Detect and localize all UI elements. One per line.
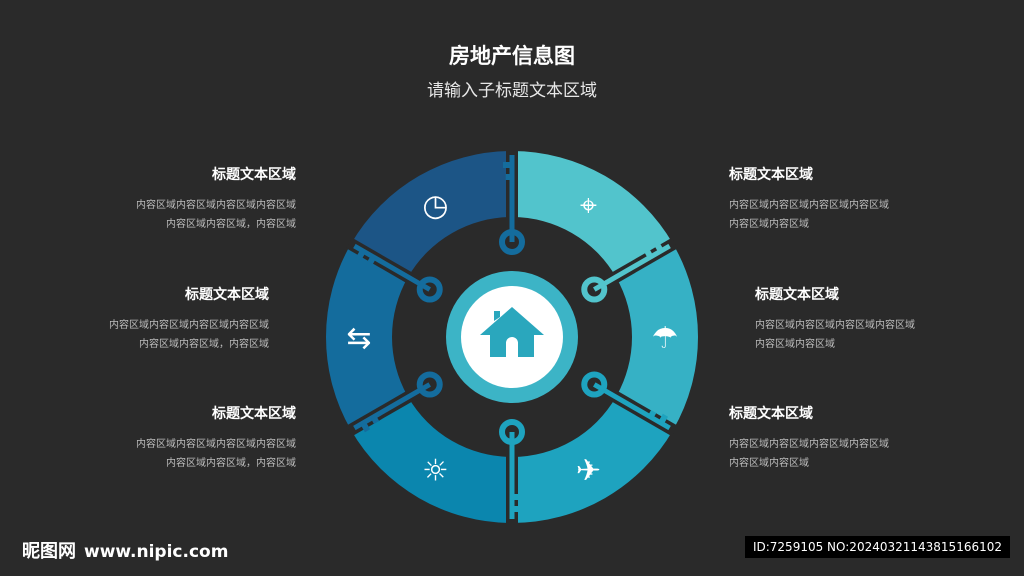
text-block-left-2: 标题文本区域 内容区域内容区域内容区域内容区域 内容区域内容区域，内容区域 [9,284,269,354]
key-shaft [593,382,671,431]
page-subtitle: 请输入子标题文本区域 [427,81,597,101]
key-tooth [647,410,657,419]
block-body-line: 内容区域内容区域内容区域内容区域 [136,200,296,211]
watermark-logo: 昵图网 [22,541,76,562]
key-tooth [367,255,377,264]
block-title: 标题文本区域 [212,167,296,183]
text-block-right-3: 标题文本区域 内容区域内容区域内容区域内容区域 内容区域内容区域 [729,403,989,473]
block-body-line: 内容区域内容区域内容区域内容区域 [755,320,915,331]
key-ring [499,419,525,445]
watermark: 昵图网 www.nipic.com [22,537,228,563]
watermark-url: www.nipic.com [84,542,229,562]
ring-segment [512,151,674,277]
block-title: 标题文本区域 [729,406,813,422]
block-body-line: 内容区域内容区域内容区域内容区域 [109,320,269,331]
image-id: ID:7259105 NO:20240321143815166102 [744,536,1010,558]
key-ring [499,229,525,255]
block-title: 标题文本区域 [212,406,296,422]
signpost-icon: ⇆ [346,321,371,356]
block-body-line: 内容区域内容区域内容区域内容区域 [729,200,889,211]
block-body-line: 内容区域内容区域，内容区域 [139,339,269,350]
text-block-right-1: 标题文本区域 内容区域内容区域内容区域内容区域 内容区域内容区域 [729,164,989,234]
key-tooth [355,249,366,261]
key-ring [581,276,608,303]
key-ring [416,276,443,303]
umbrella-suitcase-icon: ☂ [652,321,679,356]
text-block-left-3: 标题文本区域 内容区域内容区域内容区域内容区域 内容区域内容区域，内容区域 [36,403,296,473]
ring-segment [326,244,409,430]
block-body-line: 内容区域内容区域内容区域内容区域 [729,439,889,450]
block-body-line: 内容区域内容区域，内容区域 [166,458,296,469]
key-shaft [353,243,431,292]
clock-icon: ◷ [422,188,448,223]
house-icon [480,307,544,357]
ring-segment [350,151,512,277]
block-title: 标题文本区域 [729,167,813,183]
map-icon: ⌖ [580,188,597,223]
block-title: 标题文本区域 [185,287,269,303]
key-tooth [644,250,654,259]
key-shaft [593,243,671,292]
airplane-icon: ✈ [576,454,601,489]
block-body-line: 内容区域内容区域，内容区域 [166,219,296,230]
block-body-line: 内容区域内容区域 [729,219,809,230]
block-body-line: 内容区域内容区域内容区域内容区域 [136,439,296,450]
block-body-line: 内容区域内容区域 [729,458,809,469]
weather-icon: ☼ [422,454,449,489]
key-ring [581,371,608,398]
block-title: 标题文本区域 [755,287,839,303]
ring-segment [512,397,674,523]
key-ring [416,371,443,398]
key-shaft [353,382,431,431]
key-tooth [360,421,371,433]
key-tooth [653,241,664,253]
text-block-left-1: 标题文本区域 内容区域内容区域内容区域内容区域 内容区域内容区域，内容区域 [36,164,296,234]
page-title: 房地产信息图 [449,44,575,68]
ring-segment [615,244,698,430]
key-tooth [370,415,380,424]
ring-segment [350,397,512,523]
text-block-right-2: 标题文本区域 内容区域内容区域内容区域内容区域 内容区域内容区域 [755,284,1015,354]
block-body-line: 内容区域内容区域 [755,339,835,350]
key-tooth [658,413,669,425]
